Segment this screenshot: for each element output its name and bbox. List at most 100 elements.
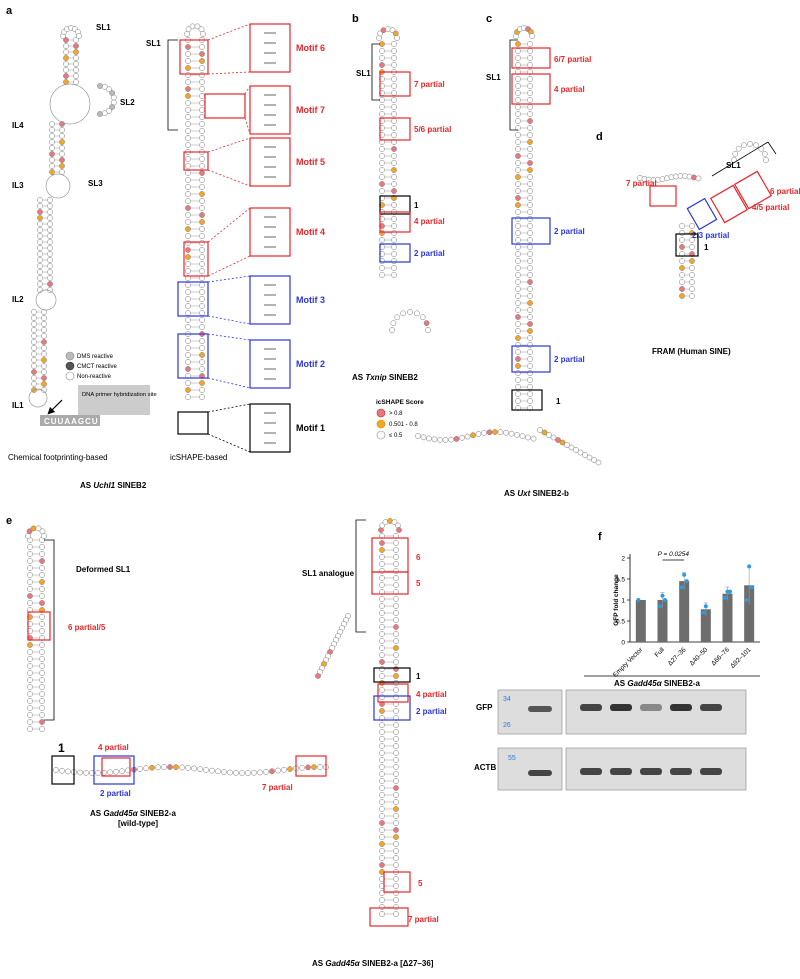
nucleotide	[515, 83, 521, 89]
sl1-analogue-label: SL1 analogue	[302, 569, 355, 578]
nucleotide	[76, 33, 82, 39]
footprint-structure: SL1 SL2 SL3 IL1 IL2 IL3 IL4 DMS reactive…	[8, 23, 157, 462]
panel-b-box-4	[379, 211, 411, 233]
nucleotide	[393, 764, 399, 770]
nucleotide	[393, 792, 399, 798]
nucleotide	[393, 729, 399, 735]
nucleotide	[37, 197, 43, 203]
nucleotide	[215, 768, 221, 775]
nucleotide	[379, 883, 385, 889]
nucleotide	[393, 659, 399, 665]
nucleotide	[199, 128, 205, 134]
nucleotide	[379, 785, 385, 791]
panel-a-title-gene: Uchl1	[93, 481, 115, 490]
nucleotide	[679, 279, 685, 285]
data-point	[701, 610, 706, 615]
nucleotide	[41, 363, 47, 369]
label-il3: IL3	[12, 181, 24, 190]
nucleotide	[239, 770, 245, 776]
nucleotide	[199, 114, 205, 120]
panel-c-sl1: SL1	[486, 73, 501, 82]
nucleotide	[185, 303, 191, 309]
y-axis-label: GFP fold change	[613, 574, 620, 626]
nucleotide	[37, 257, 43, 263]
nucleotide	[63, 43, 69, 49]
panel-c-title-prefix: AS	[504, 489, 517, 498]
nucleotide	[179, 764, 185, 771]
panel-d-sl1: SL1	[726, 161, 741, 170]
nucleotide	[27, 719, 33, 725]
nucleotide	[39, 600, 45, 606]
nucleotide	[149, 764, 155, 771]
nucleotide	[393, 589, 399, 595]
nucleotide	[199, 79, 205, 85]
y-tick-label: 1	[621, 598, 625, 605]
nucleotide	[199, 184, 205, 190]
nucleotide	[73, 49, 79, 55]
nucleotide	[39, 719, 45, 725]
nucleotide	[107, 769, 113, 776]
nucleotide	[37, 245, 43, 251]
nucleotide	[503, 429, 509, 436]
gfp-blot-right	[565, 689, 747, 735]
nucleotide	[393, 890, 399, 896]
nucleotide	[63, 49, 69, 55]
nucleotide	[393, 771, 399, 777]
motif-detail-box	[249, 85, 291, 135]
label-sl2: SL2	[120, 98, 135, 107]
nucleotide	[65, 768, 71, 775]
actb-band	[700, 768, 722, 775]
legend-cmct: CMCT reactive	[77, 364, 118, 370]
footprint-stem	[31, 25, 117, 393]
nucleotide	[37, 269, 43, 275]
panel-b-sl1: SL1	[356, 69, 371, 78]
nucleotide	[559, 439, 566, 446]
nucleotide	[481, 430, 487, 436]
nucleotide	[527, 314, 533, 320]
nucleotide	[689, 237, 695, 243]
nucleotide	[515, 370, 521, 376]
panel-b-title: AS Txnip SINEB2	[352, 373, 418, 382]
data-point	[747, 564, 752, 569]
motif-detail-box	[249, 339, 291, 389]
nucleotide	[41, 327, 47, 333]
nucleotide	[199, 198, 205, 204]
x-tick-label: Full	[654, 646, 667, 659]
nucleotide	[389, 327, 395, 333]
nucleotide	[379, 904, 385, 910]
nucleotide	[515, 328, 521, 334]
nucleotide	[391, 83, 397, 89]
panel-b-stem	[376, 26, 431, 333]
nucleotide	[391, 258, 397, 264]
nucleotide	[41, 381, 47, 387]
sl1-label-a: SL1	[146, 39, 161, 48]
nucleotide	[515, 265, 521, 271]
e-left-title-suffix: SINEB2-a	[138, 809, 177, 818]
gfp-band	[700, 704, 722, 711]
nucleotide	[47, 245, 53, 251]
nucleotide	[185, 44, 191, 50]
nucleotide	[393, 610, 399, 616]
nucleotide	[515, 104, 521, 110]
nucleotide	[199, 44, 205, 50]
nucleotide	[199, 359, 205, 365]
nucleotide	[527, 405, 533, 411]
nucleotide	[49, 133, 55, 139]
panel-b-title-suffix: SINEB2	[387, 373, 419, 382]
e-left-label-1: 1	[58, 741, 65, 755]
nucleotide	[199, 191, 205, 197]
nucleotide	[47, 227, 53, 233]
nucleotide	[101, 83, 108, 90]
nucleotide	[515, 230, 521, 236]
nucleotide	[317, 764, 323, 770]
nucleotide	[393, 743, 399, 749]
gfp-band	[640, 704, 662, 711]
nucleotide	[185, 387, 191, 393]
nucleotide	[199, 205, 205, 211]
nucleotide	[27, 705, 33, 711]
nucleotide	[39, 579, 45, 585]
nucleotide	[527, 202, 533, 208]
gfp-band	[670, 704, 692, 711]
panel-c-box-1	[511, 389, 543, 411]
nucleotide	[379, 638, 385, 644]
